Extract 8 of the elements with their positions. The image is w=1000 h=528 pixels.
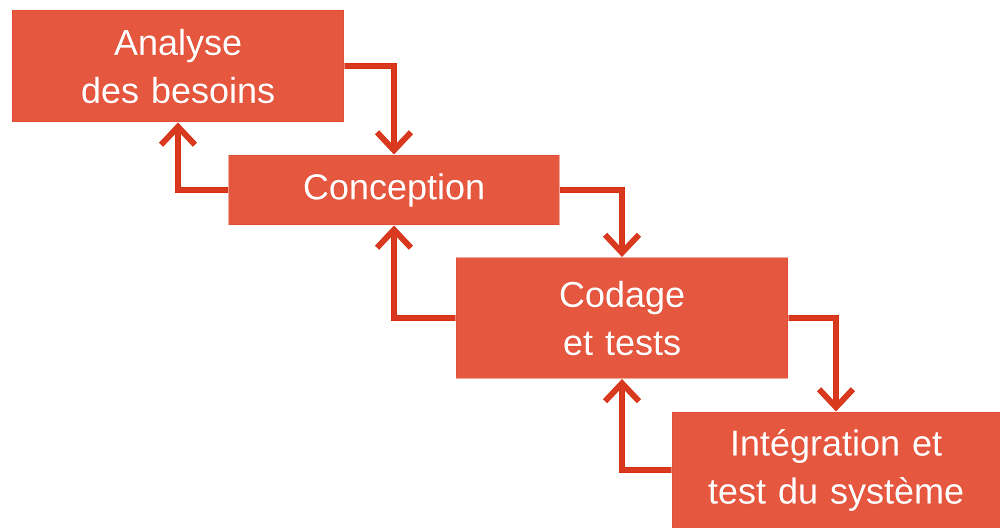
process-box: Analyse des besoins bbox=[12, 10, 344, 122]
arrow bbox=[602, 378, 672, 473]
arrow bbox=[788, 315, 856, 412]
arrow bbox=[374, 225, 456, 321]
process-box: Intégration et test du système bbox=[672, 412, 1000, 528]
process-box: Conception bbox=[228, 155, 560, 225]
process-box: Codage et tests bbox=[456, 258, 788, 378]
arrow bbox=[344, 63, 414, 155]
